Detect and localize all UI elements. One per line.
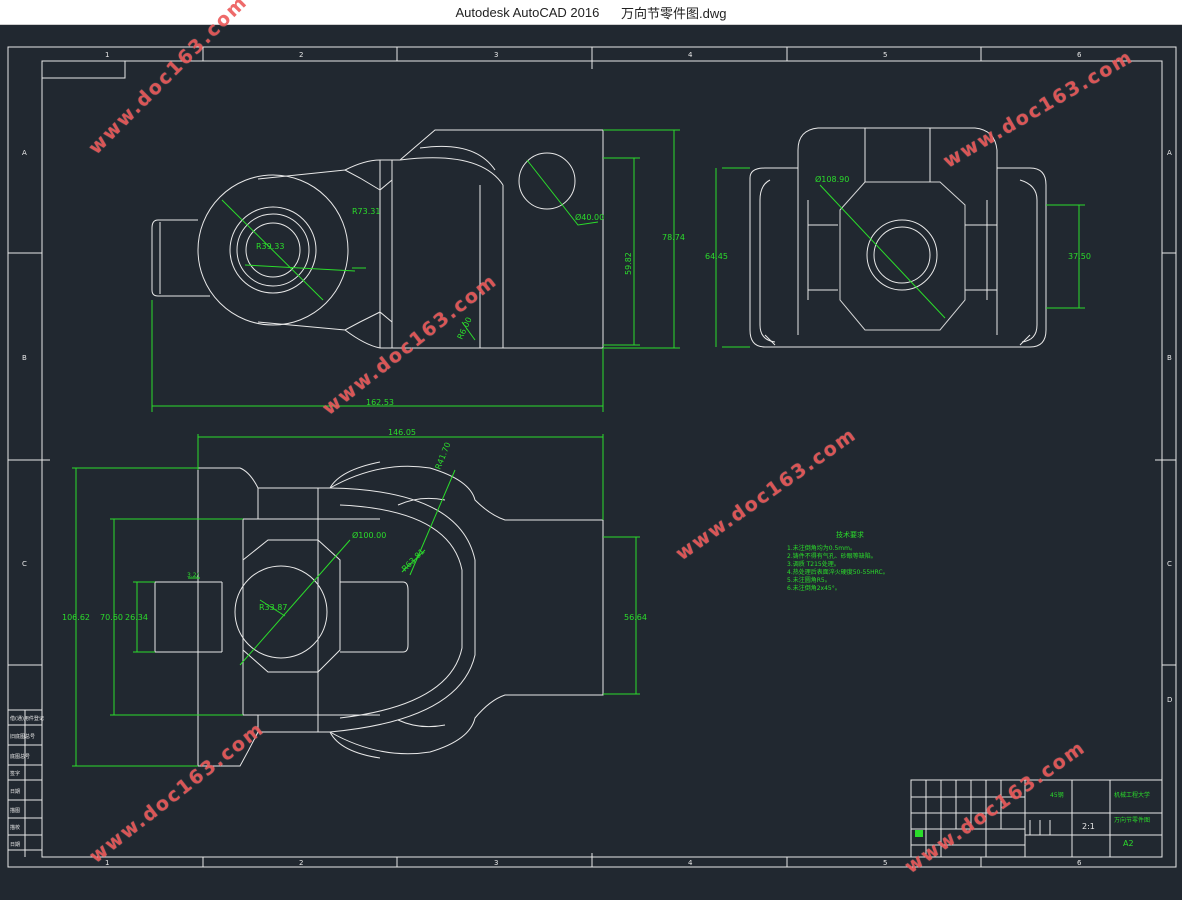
dimension-lines	[72, 129, 1085, 767]
svg-text:日期: 日期	[10, 842, 20, 848]
technical-notes: 技术要求 1.未注倒角均为0.5mm。 2.铸件不得有气孔、砂眼等缺陷。 3.调…	[787, 530, 889, 592]
col-label: 2	[299, 859, 303, 867]
dim-text: 56.64	[624, 613, 647, 622]
svg-text:描校: 描校	[10, 824, 20, 831]
dim-text: 70.60	[100, 613, 123, 622]
col-label: 4	[688, 51, 693, 59]
row-label: B	[22, 354, 27, 362]
dim-text: 106.62	[62, 613, 90, 622]
note-item: 1.未注倒角均为0.5mm。	[787, 544, 856, 552]
dim-text: Ø40.00	[575, 212, 604, 222]
view-front	[151, 129, 604, 349]
outer-frame	[7, 46, 1177, 868]
row-label: D	[1167, 696, 1172, 704]
svg-text:日期: 日期	[10, 789, 20, 795]
frame-corner-box	[41, 60, 126, 79]
svg-text:描图: 描图	[10, 807, 20, 814]
col-label: 6	[1077, 51, 1082, 59]
note-item: 4.热处理后表面淬火硬度50-55HRC。	[787, 568, 889, 576]
left-strip-labels: 借(通)用件登记 旧底图总号 底图总号 签字 日期 描图 描校 日期	[10, 715, 44, 848]
v1-hole	[518, 152, 576, 210]
dim-text: 64.45	[705, 252, 728, 261]
zone-dividers	[8, 47, 1176, 867]
border-labels: 1 2 3 4 5 6 1 2 3 4 5 6 A B C A B C D	[22, 51, 1172, 867]
tb-school: 机械工程大学	[1114, 791, 1150, 799]
row-label: C	[1167, 560, 1172, 568]
cad-drawing[interactable]: 1 2 3 4 5 6 1 2 3 4 5 6 A B C A B C D 借(…	[0, 24, 1182, 896]
col-label: 1	[105, 51, 109, 59]
inner-frame	[41, 60, 1163, 858]
col-label: 3	[494, 859, 498, 867]
col-label: 4	[688, 859, 693, 867]
note-item: 5.未注圆角R5。	[787, 576, 831, 584]
dimension-texts: R73.31 R39.33 Ø40.00 59.82 78.74 162.53 …	[62, 174, 1091, 622]
row-label: A	[22, 149, 27, 157]
view-top	[154, 461, 604, 767]
tb-scale: 2:1	[1082, 822, 1095, 831]
v3-center-circle	[234, 565, 328, 659]
dim-text: R63.81	[400, 547, 426, 573]
title-block-texts: 45钢 机械工程大学 万向节零件图 A2	[1050, 791, 1150, 848]
tb-material: 45钢	[1050, 791, 1064, 799]
svg-text:签字: 签字	[10, 770, 20, 777]
window-title-bar: Autodesk AutoCAD 2016 万向节零件图.dwg	[0, 0, 1182, 25]
dim-text: 37.50	[1068, 252, 1091, 261]
row-label: C	[22, 560, 27, 568]
note-item: 3.调质 T215处理。	[787, 560, 840, 568]
dim-text: 162.53	[366, 398, 394, 407]
tb-name: 万向节零件图	[1114, 816, 1150, 824]
dim-text: R73.31	[352, 207, 380, 216]
dim-text: Ø100.00	[352, 530, 386, 540]
col-label: 5	[883, 859, 887, 867]
drawing-canvas[interactable]: 1 2 3 4 5 6 1 2 3 4 5 6 A B C A B C D 借(…	[0, 24, 1182, 896]
app-title: Autodesk AutoCAD 2016	[455, 4, 600, 20]
dim-text: 3.2/	[187, 572, 200, 579]
dim-text: 146.05	[388, 428, 416, 437]
tb-marker	[915, 830, 923, 837]
note-item: 6.未注倒角2x45°。	[787, 584, 841, 592]
dim-text: Ø108.90	[815, 174, 849, 184]
col-label: 6	[1077, 859, 1082, 867]
notes-title: 技术要求	[836, 530, 864, 539]
title-block	[910, 779, 1163, 858]
tb-sheet: A2	[1123, 839, 1134, 848]
col-label: 3	[494, 51, 498, 59]
dim-text: R33.87	[259, 603, 287, 612]
col-label: 1	[105, 859, 109, 867]
v1-outer-boss	[197, 174, 349, 326]
dim-text: R39.33	[256, 242, 284, 251]
dim-text: R41.70	[434, 441, 453, 471]
svg-text:底图总号: 底图总号	[10, 753, 30, 760]
dim-text: 26.34	[125, 613, 148, 622]
col-label: 5	[883, 51, 887, 59]
svg-text:旧底图总号: 旧底图总号	[10, 733, 35, 740]
row-label: B	[1167, 354, 1172, 362]
file-title: 万向节零件图.dwg	[621, 5, 727, 21]
note-item: 2.铸件不得有气孔、砂眼等缺陷。	[787, 552, 877, 560]
col-label: 2	[299, 51, 303, 59]
left-strip-lines	[8, 709, 42, 857]
view-side	[749, 127, 1047, 348]
row-label: A	[1167, 149, 1172, 157]
dim-text: 59.82	[624, 252, 633, 275]
dim-text: 78.74	[662, 233, 685, 242]
svg-text:借(通)用件登记: 借(通)用件登记	[10, 715, 44, 722]
